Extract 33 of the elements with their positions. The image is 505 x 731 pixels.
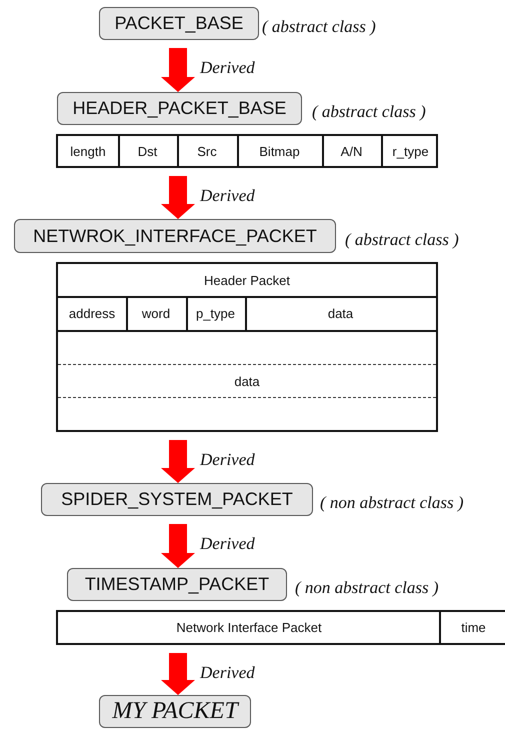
table-cell-text: r_type [391, 142, 430, 161]
arrow [161, 440, 195, 483]
table-cell-text: time [460, 619, 487, 637]
table-cell-text: A/N [340, 142, 364, 160]
table-cell-text: Header Packet [203, 272, 291, 290]
table-cell-text: word [140, 305, 172, 323]
field-table [56, 610, 505, 645]
field-table [56, 134, 438, 168]
table-cell-text: Src [196, 142, 218, 160]
class-box: MY PACKET [99, 695, 251, 728]
table-cell-text: Network Interface Packet [175, 619, 323, 637]
class-note: ( non abstract class ) [320, 493, 464, 513]
class-box: PACKET_BASE [99, 7, 259, 40]
arrow [161, 524, 195, 568]
class-note: ( abstract class ) [312, 102, 426, 122]
table-cell-text: p_type [194, 305, 236, 323]
table-cell-text: data [326, 305, 354, 323]
class-note: ( abstract class ) [262, 17, 376, 37]
class-box: TIMESTAMP_PACKET [67, 568, 287, 601]
arrow [161, 653, 195, 695]
table-cell-text: data [233, 373, 261, 391]
table-cell-text: Bitmap [258, 142, 301, 161]
table-cell-text: Dst [136, 142, 158, 160]
table-cell-text: length [69, 142, 107, 161]
class-note: ( abstract class ) [345, 230, 459, 250]
arrow [161, 176, 195, 219]
table-cell-text: address [68, 305, 116, 323]
arrow [161, 48, 195, 92]
class-note: ( non abstract class ) [295, 578, 439, 598]
class-box: NETWROK_INTERFACE_PACKET [14, 219, 336, 253]
class-box: HEADER_PACKET_BASE [57, 92, 302, 125]
class-box: SPIDER_SYSTEM_PACKET [41, 483, 313, 516]
field-table [56, 262, 438, 432]
